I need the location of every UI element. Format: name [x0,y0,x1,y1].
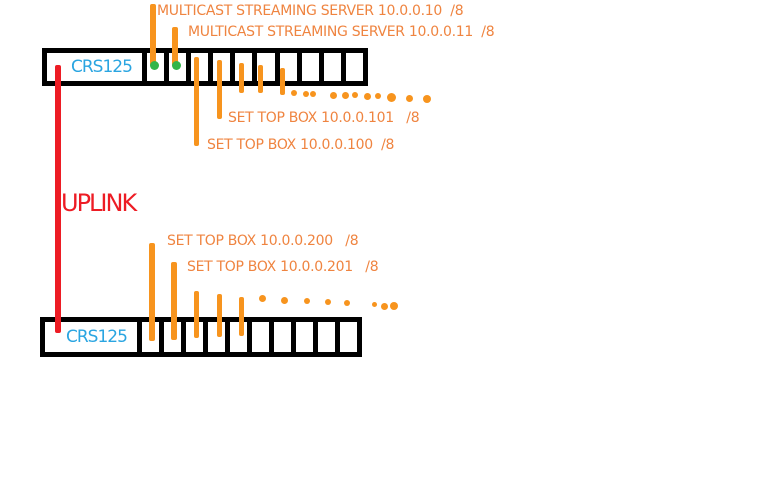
ellipsis-dot [344,300,350,306]
connector-cable-line [239,297,244,336]
switch-bottom-ports-port-8 [296,322,318,352]
connector-cable-line [239,63,244,93]
connector-cable-line [217,294,222,337]
link-active-green-dot [149,60,159,70]
ellipsis-dot [371,301,377,307]
switch-bottom-ports-port-4 [208,322,230,352]
ellipsis-dot [375,93,381,99]
switch-bottom-ports-port-5 [230,322,252,352]
ellipsis-dot [380,302,388,310]
uplink-cable-line [55,65,61,333]
ellipsis-dot [386,92,396,102]
link-active-green-dot [171,60,181,70]
set-top-box-101-label: SET TOP BOX 10.0.0.101 /8 [228,110,420,126]
switch-top-label: CRS125 [71,57,133,77]
switch-top: CRS125 [42,48,368,86]
switch-top-ports-port-8 [301,53,324,81]
switch-bottom-label: CRS125 [66,327,128,347]
ellipsis-dot [280,296,288,304]
ellipsis-dot [352,92,358,98]
connector-cable-line [171,262,177,340]
ellipsis-dot [405,94,413,102]
ellipsis-dot [304,298,310,304]
ellipsis-dot [423,95,431,103]
ellipsis-dot [258,294,266,302]
ellipsis-dot [325,299,331,305]
ellipsis-dot [363,92,371,100]
switch-bottom-ports-port-6 [252,322,274,352]
uplink-label: UPLINK [61,189,137,217]
multicast-server-2-label: MULTICAST STREAMING SERVER 10.0.0.11 /8 [188,24,495,40]
ellipsis-dot [310,91,316,97]
switch-bottom-ports-port-7 [274,322,296,352]
ellipsis-dot [341,91,349,99]
connector-cable-line [258,65,263,93]
switch-top-ports-port-9 [323,53,346,81]
switch-top-ports-port-7 [279,53,302,81]
ellipsis-dot [291,90,297,96]
set-top-box-100-label: SET TOP BOX 10.0.0.100 /8 [207,137,395,153]
switch-bottom-ports-port-10 [340,322,357,352]
switch-top-ports-port-10 [345,53,363,81]
connector-cable-line [280,68,285,95]
connector-cable-line [194,57,199,146]
switch-top-name-cell: CRS125 [47,53,147,81]
switch-bottom: CRS125 [40,317,362,357]
ellipsis-dot [390,302,398,310]
connector-cable-line [194,291,199,338]
switch-bottom-ports-port-9 [318,322,340,352]
switch-bottom-name-cell: CRS125 [45,322,142,352]
set-top-box-201-label: SET TOP BOX 10.0.0.201 /8 [187,259,379,275]
connector-cable-line [149,243,155,341]
connector-cable-line [150,4,156,66]
ellipsis-dot [303,91,309,97]
connector-cable-line [217,60,222,119]
ellipsis-dot [329,91,337,99]
multicast-server-1-label: MULTICAST STREAMING SERVER 10.0.0.10 /8 [157,3,464,19]
set-top-box-200-label: SET TOP BOX 10.0.0.200 /8 [167,233,359,249]
connector-cable-line [172,27,178,66]
